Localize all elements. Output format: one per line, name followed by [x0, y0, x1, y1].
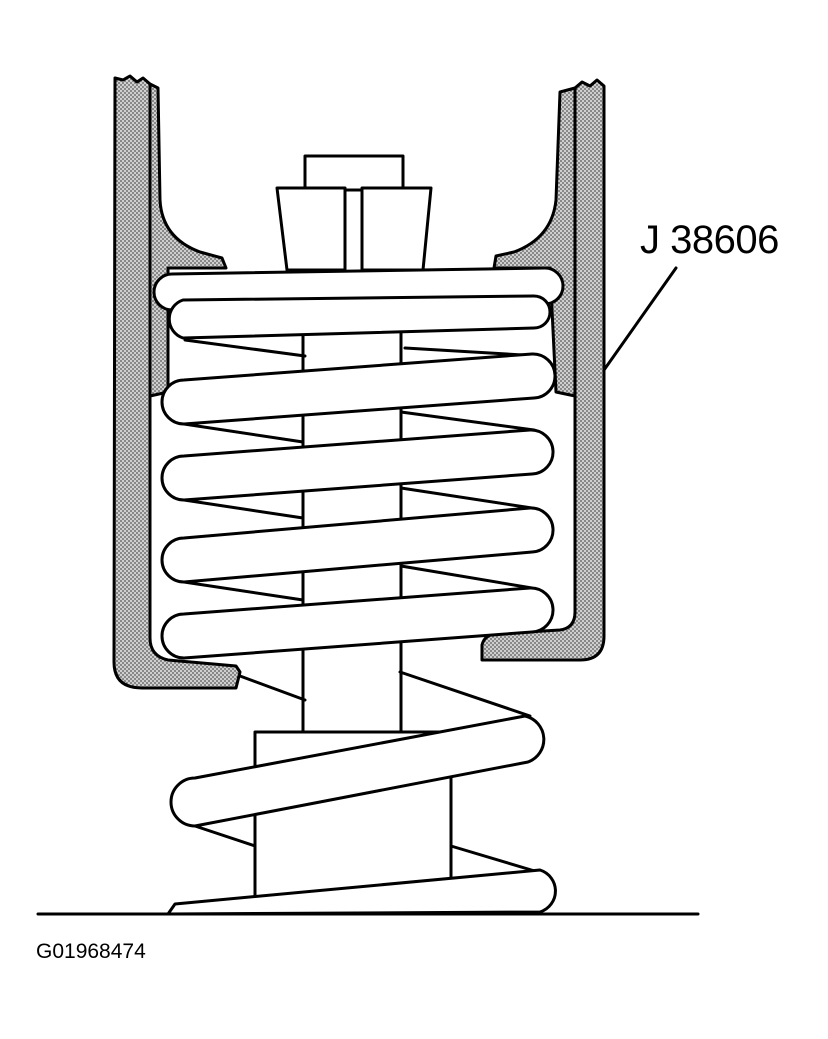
figure-id: G01968474	[36, 940, 146, 963]
top-nut	[303, 154, 405, 192]
upper-mount-left	[275, 186, 347, 272]
compressor-inner-cup-right	[492, 86, 577, 398]
upper-mount-right	[360, 186, 433, 272]
compressor-inner-cup-left	[148, 82, 228, 398]
tool-callout-label: J 38606	[640, 218, 779, 262]
lower-coils	[166, 670, 557, 916]
callout-leader-line	[602, 266, 678, 372]
compressed-coils	[152, 266, 565, 660]
compressor-outer-shell-right	[480, 78, 606, 662]
